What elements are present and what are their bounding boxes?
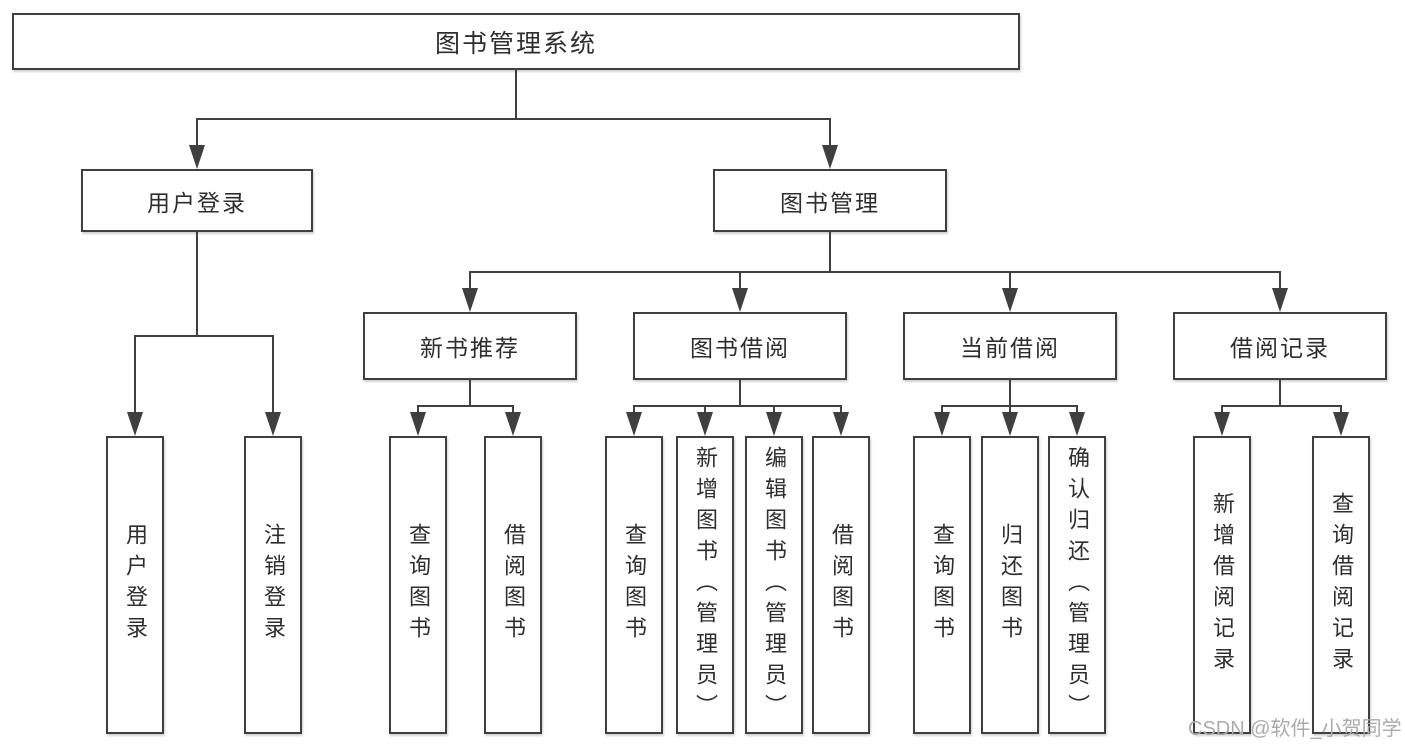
- connector-arrow-down: [1002, 271, 1018, 312]
- node-library-management-system: 图书管理系统: [12, 13, 1020, 70]
- node-label: 借阅记录: [1230, 335, 1330, 361]
- connector-arrow-down: [732, 271, 748, 312]
- node-label: 查询图书: [930, 523, 955, 647]
- connector-line: [829, 232, 831, 273]
- leaf-logout: 注销登录: [244, 436, 302, 734]
- node-label: 新增图书（管理员）: [693, 445, 718, 725]
- node-label: 图书管理: [780, 189, 880, 216]
- node-book-borrowing: 图书借阅: [633, 312, 847, 380]
- node-label: 查询图书: [406, 523, 431, 647]
- connector-line: [134, 335, 274, 337]
- node-label: 新增借阅记录: [1210, 492, 1235, 678]
- node-label: 注销登录: [261, 523, 286, 647]
- connector-arrow-down: [697, 405, 713, 436]
- connector-arrow-down: [833, 405, 849, 436]
- connector-line: [196, 118, 831, 120]
- connector-line: [739, 380, 741, 407]
- connector-arrow-down: [822, 118, 838, 169]
- node-label: 借阅图书: [501, 523, 526, 647]
- connector-arrow-down: [189, 118, 205, 169]
- node-label: 图书借阅: [690, 335, 790, 361]
- connector-arrow-down: [462, 271, 478, 312]
- leaf-newbook-query-books: 查询图书: [389, 436, 447, 734]
- node-label: 编辑图书（管理员）: [762, 445, 787, 725]
- leaf-borrow-edit-books-admin: 编辑图书（管理员）: [745, 436, 803, 734]
- node-label: 当前借阅: [960, 335, 1060, 361]
- connector-arrow-down: [626, 405, 642, 436]
- connector-line: [417, 405, 514, 407]
- connector-line: [196, 232, 198, 337]
- connector-arrow-down: [127, 335, 143, 436]
- node-label: 用户登录: [147, 189, 247, 216]
- connector-line: [1009, 380, 1011, 407]
- node-label: 新书推荐: [420, 335, 520, 361]
- node-new-book-recommend: 新书推荐: [363, 312, 577, 380]
- leaf-current-query-books: 查询图书: [913, 436, 971, 734]
- connector-arrow-down: [265, 335, 281, 436]
- connector-line: [1221, 405, 1342, 407]
- connector-line: [469, 380, 471, 407]
- connector-arrow-down: [1002, 405, 1018, 436]
- leaf-borrow-add-books-admin: 新增图书（管理员）: [676, 436, 734, 734]
- node-label: 图书管理系统: [434, 29, 597, 58]
- connector-arrow-down: [1214, 405, 1230, 436]
- node-borrowing-records: 借阅记录: [1173, 312, 1387, 380]
- node-label: 查询借阅记录: [1329, 492, 1354, 678]
- leaf-current-return-books: 归还图书: [981, 436, 1039, 734]
- node-label: 确认归还（管理员）: [1065, 445, 1090, 725]
- leaf-newbook-borrow-books: 借阅图书: [484, 436, 542, 734]
- csdn-watermark: CSDN @软件_小贺同学: [1188, 718, 1402, 740]
- connector-line: [515, 70, 517, 120]
- connector-arrow-down: [1272, 271, 1288, 312]
- node-label: 查询图书: [622, 523, 647, 647]
- leaf-current-confirm-return-admin: 确认归还（管理员）: [1048, 436, 1106, 734]
- node-current-borrowing: 当前借阅: [903, 312, 1117, 380]
- node-user-login: 用户登录: [81, 169, 313, 232]
- leaf-borrow-query-books: 查询图书: [605, 436, 663, 734]
- leaf-records-query-borrow-record: 查询借阅记录: [1312, 436, 1370, 734]
- node-label: 借阅图书: [829, 523, 854, 647]
- connector-arrow-down: [1069, 405, 1085, 436]
- connector-arrow-down: [1333, 405, 1349, 436]
- connector-line: [633, 405, 842, 407]
- connector-arrow-down: [766, 405, 782, 436]
- leaf-records-add-borrow-record: 新增借阅记录: [1193, 436, 1251, 734]
- connector-line: [1279, 380, 1281, 407]
- node-label: 归还图书: [998, 523, 1023, 647]
- connector-arrow-down: [505, 405, 521, 436]
- node-label: 用户登录: [123, 523, 148, 647]
- connector-arrow-down: [934, 405, 950, 436]
- leaf-user-login: 用户登录: [106, 436, 164, 734]
- connector-arrow-down: [410, 405, 426, 436]
- connector-line: [469, 271, 1281, 273]
- leaf-borrow-borrow-books: 借阅图书: [812, 436, 870, 734]
- node-book-management: 图书管理: [713, 169, 947, 232]
